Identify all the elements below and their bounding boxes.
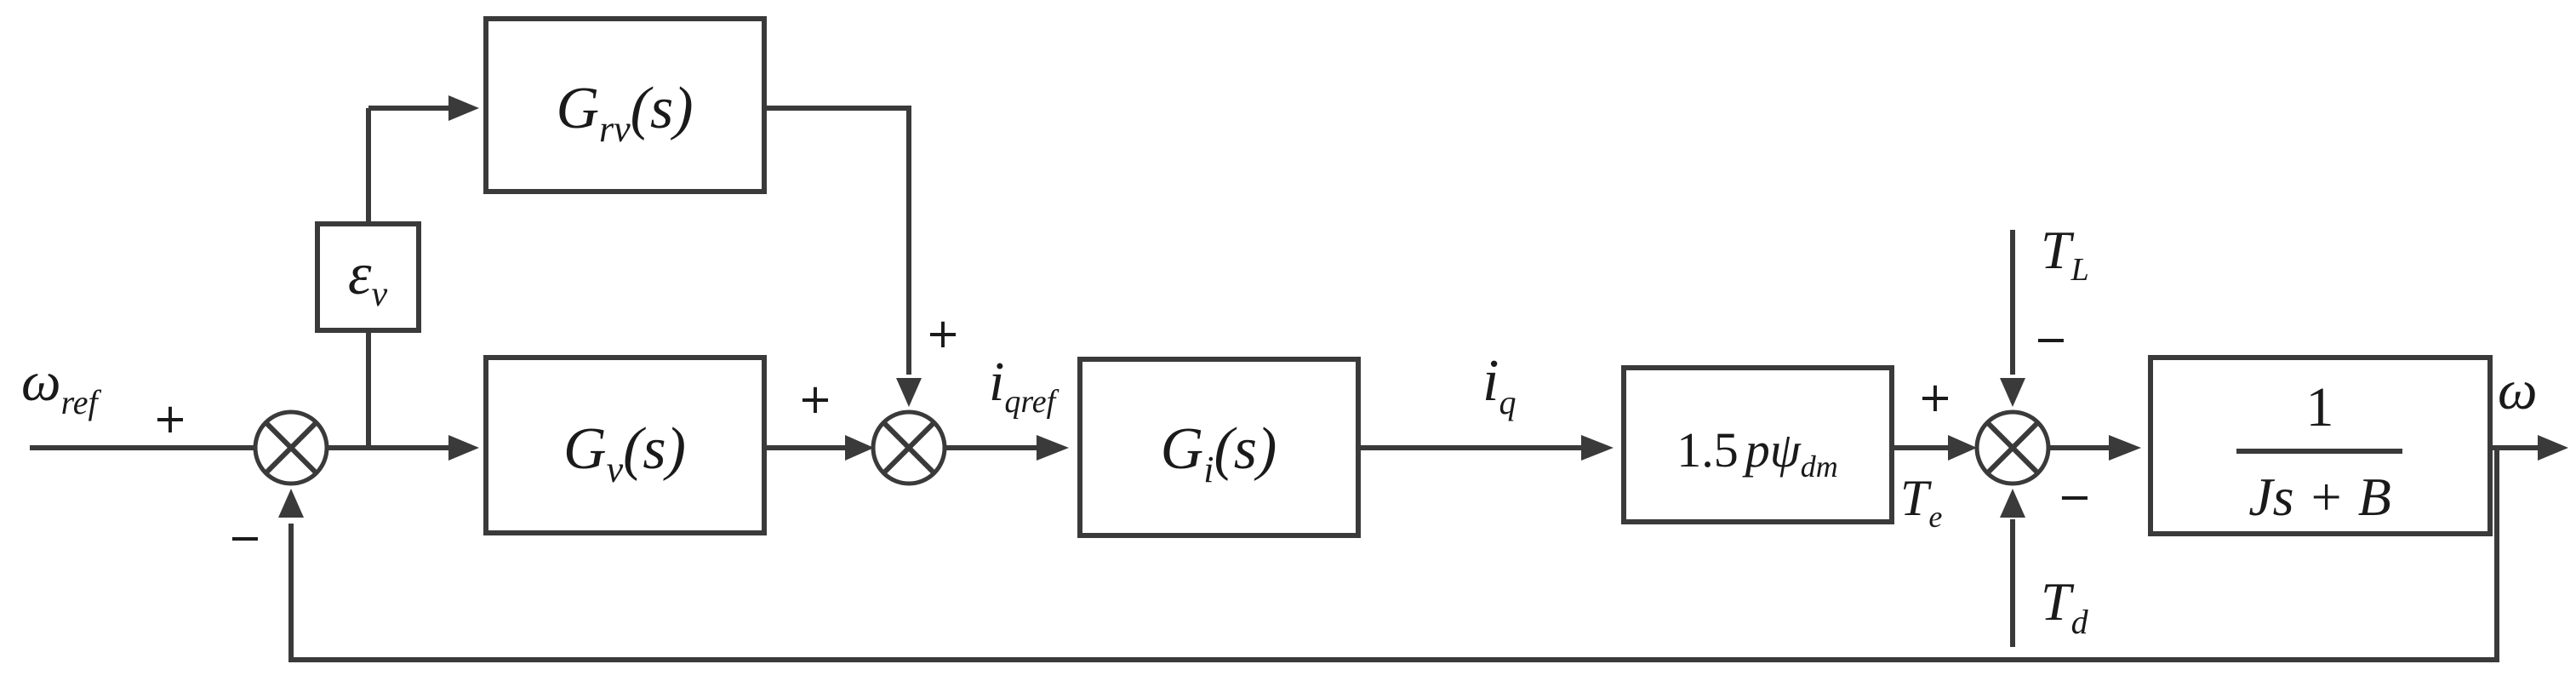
arrow-into-s3-bottom [2000,489,2025,518]
eps-label: εv [348,242,388,314]
tl-label: TL [2041,220,2089,288]
te-label: Te [1900,470,1942,534]
feedback-line [288,448,2499,662]
line-grv-to-s2 [764,106,911,375]
grv-label: Grv(s) [556,76,693,150]
arrow-into-s2-top [896,378,922,407]
s2-plus-left-sign: + [798,375,832,423]
s3-plus-left-sign: + [1918,374,1952,421]
s2-plus-top-sign: + [926,310,960,358]
arrow-into-gi [1037,435,1069,461]
arrow-into-gv [448,435,479,461]
gv-label: Gv(s) [563,416,686,490]
s3-minus-top-sign: − [2034,316,2068,364]
arrow-into-plant [2109,435,2141,461]
arrowheads [255,95,2568,518]
plant-numerator: 1 [2306,376,2334,438]
arrow-into-torque [1581,435,1614,461]
gi-label: Gi(s) [1161,416,1277,490]
block-torque-constant [1621,365,1894,524]
arrow-into-grv [448,95,479,121]
block-eps [315,221,421,333]
iq-label: iq [1482,348,1516,421]
block-grv [483,16,767,194]
block-plant [2148,355,2493,536]
td-label: Td [2041,571,2089,641]
summing-junction-2 [871,409,947,486]
arrow-into-s2-left [845,435,874,461]
s1-plus-sign: + [153,395,187,443]
summing-junction-1 [253,409,329,486]
s1-minus-sign: − [228,514,262,562]
s3-minus-bottom-sign: − [2058,473,2092,521]
connection-lines [30,106,2545,662]
block-gi [1077,357,1361,538]
arrow-into-s3-left [1948,435,1977,461]
arrow-output [2538,435,2568,461]
summing-junction-3 [1974,409,2051,486]
iqref-label: iqref [989,351,1060,420]
plant-denominator: Js + B [2248,467,2391,527]
wref-label: ωref [21,351,101,421]
block-gv [483,355,767,535]
arrow-feedback-into-s1 [278,489,304,518]
arrow-into-s3-top [2000,378,2025,407]
w-output-label: ω [2498,359,2538,421]
